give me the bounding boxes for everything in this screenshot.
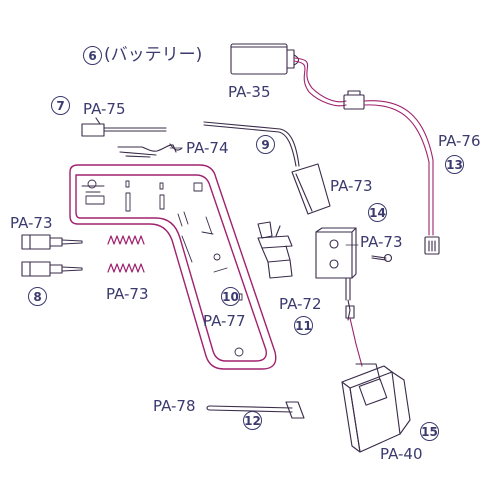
label-pa75: PA-75 — [83, 100, 126, 118]
switch-lead — [345, 305, 363, 367]
label-battery-note: (バッテリー) — [104, 45, 203, 65]
battery-pack — [230, 43, 300, 75]
battery-cable — [293, 57, 347, 107]
label-pa73-left: PA-73 — [10, 214, 53, 232]
label-pa74: PA-74 — [186, 139, 229, 157]
spring-lower — [107, 263, 145, 273]
callout-7: 7 — [51, 96, 70, 115]
label-pa76: PA-76 — [438, 132, 481, 150]
housing-internals — [81, 179, 244, 357]
callout-13: 13 — [445, 155, 464, 174]
callout-15: 15 — [420, 422, 439, 441]
spring-upper — [107, 235, 145, 245]
motor-pa40 — [341, 363, 411, 453]
collet-lower — [21, 261, 83, 277]
handle-housing — [69, 164, 277, 370]
label-pa35: PA-35 — [228, 83, 271, 101]
callout-8: 8 — [28, 287, 47, 306]
switch-block — [315, 227, 357, 321]
label-pa73-connector: PA-73 — [330, 177, 373, 195]
callout-11: 11 — [294, 316, 313, 335]
label-pa40: PA-40 — [380, 445, 423, 463]
callout-12: 12 — [243, 411, 262, 430]
cable-module — [343, 90, 365, 110]
callout-14: 14 — [368, 203, 387, 222]
label-pa77: PA-77 — [203, 312, 246, 330]
leader-lines — [169, 147, 359, 246]
screw — [371, 253, 393, 263]
callout-10: 10 — [221, 287, 240, 306]
callout-9: 9 — [256, 135, 275, 154]
part-pa75 — [81, 117, 167, 137]
label-pa73-spring: PA-73 — [106, 285, 149, 303]
collet-upper — [21, 234, 83, 250]
callout-6: 6 — [83, 46, 102, 65]
part-tube-9 — [203, 121, 331, 215]
label-pa73-screw: PA-73 — [360, 233, 403, 251]
plug-connector — [424, 236, 440, 255]
part-pa74 — [117, 143, 183, 158]
label-pa72: PA-72 — [279, 295, 322, 313]
cable-pa76 — [363, 100, 434, 236]
bracket-pa72 — [257, 221, 293, 279]
label-pa78: PA-78 — [153, 397, 196, 415]
